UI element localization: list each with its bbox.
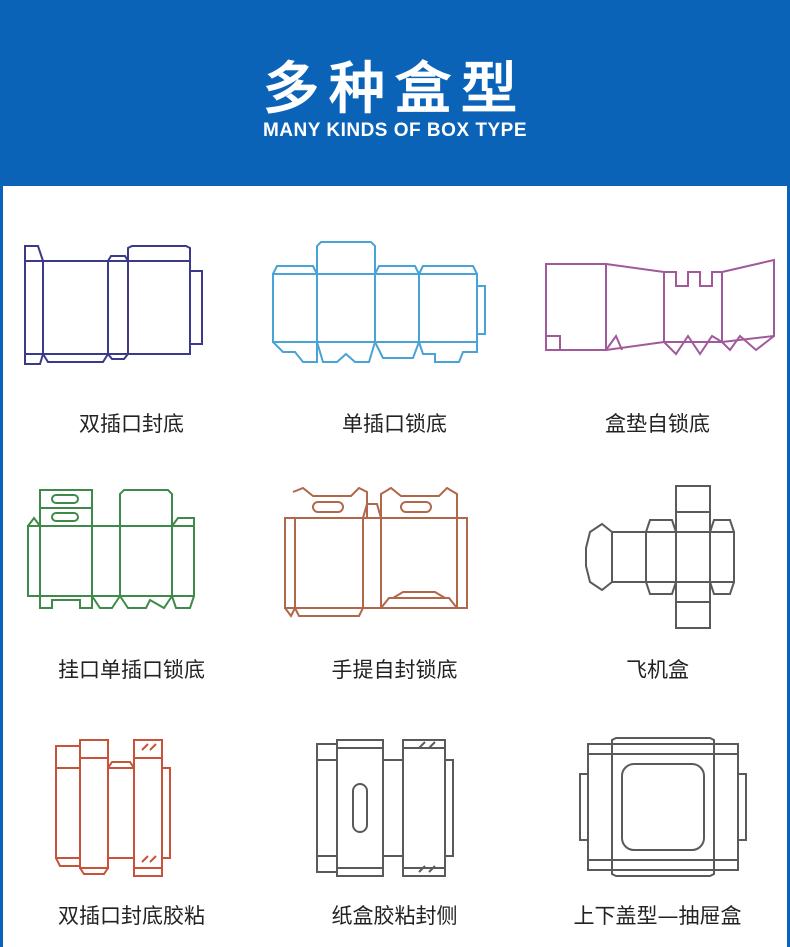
box-label: 盒垫自锁底 [605, 412, 710, 436]
box-label: 纸盒胶粘封侧 [331, 904, 458, 928]
box-card-double-tuck-glued: 双插口封底胶粘 [0, 678, 263, 928]
box-card-hanger-single-tuck: 挂口单插口锁底 [0, 432, 263, 682]
box-card-pad-autolock: 盒垫自锁底 [526, 186, 789, 436]
header-banner: 多种盒型 MANY KINDS OF BOX TYPE [0, 0, 790, 186]
airplane-box-dieline-icon [585, 485, 735, 629]
handle-autolock-dieline-icon [284, 486, 468, 618]
drawer-box-dieline-icon [579, 737, 747, 877]
box-type-grid: 双插口封底 单插口锁底 [0, 186, 790, 947]
box-card-airplane: 飞机盒 [526, 432, 789, 682]
hanger-single-tuck-dieline-icon [27, 489, 195, 610]
single-tuck-lock-dieline-icon [272, 241, 486, 363]
box-card-single-tuck-lock: 单插口锁底 [263, 186, 526, 436]
box-label: 双插口封底胶粘 [58, 904, 205, 928]
right-border [787, 186, 790, 947]
double-tuck-dieline-icon [24, 245, 203, 365]
double-tuck-glued-dieline-icon [55, 739, 171, 877]
box-card-double-tuck: 双插口封底 [0, 186, 263, 436]
glued-side-dieline-icon [316, 739, 454, 877]
page-title: 多种盒型 [263, 57, 527, 122]
box-label: 飞机盒 [626, 658, 689, 682]
box-label: 上下盖型—抽屉盒 [573, 904, 742, 928]
box-label: 单插口锁底 [342, 412, 447, 436]
page-subtitle: MANY KINDS OF BOX TYPE [262, 120, 527, 141]
box-card-drawer: 上下盖型—抽屉盒 [526, 678, 789, 928]
pad-autolock-dieline-icon [545, 258, 775, 356]
box-card-glued-side: 纸盒胶粘封侧 [263, 678, 526, 928]
left-border [0, 186, 3, 947]
box-label: 手提自封锁底 [331, 658, 458, 682]
box-label: 挂口单插口锁底 [58, 658, 205, 682]
box-card-handle-autolock: 手提自封锁底 [263, 432, 526, 682]
box-label: 双插口封底 [79, 412, 184, 436]
